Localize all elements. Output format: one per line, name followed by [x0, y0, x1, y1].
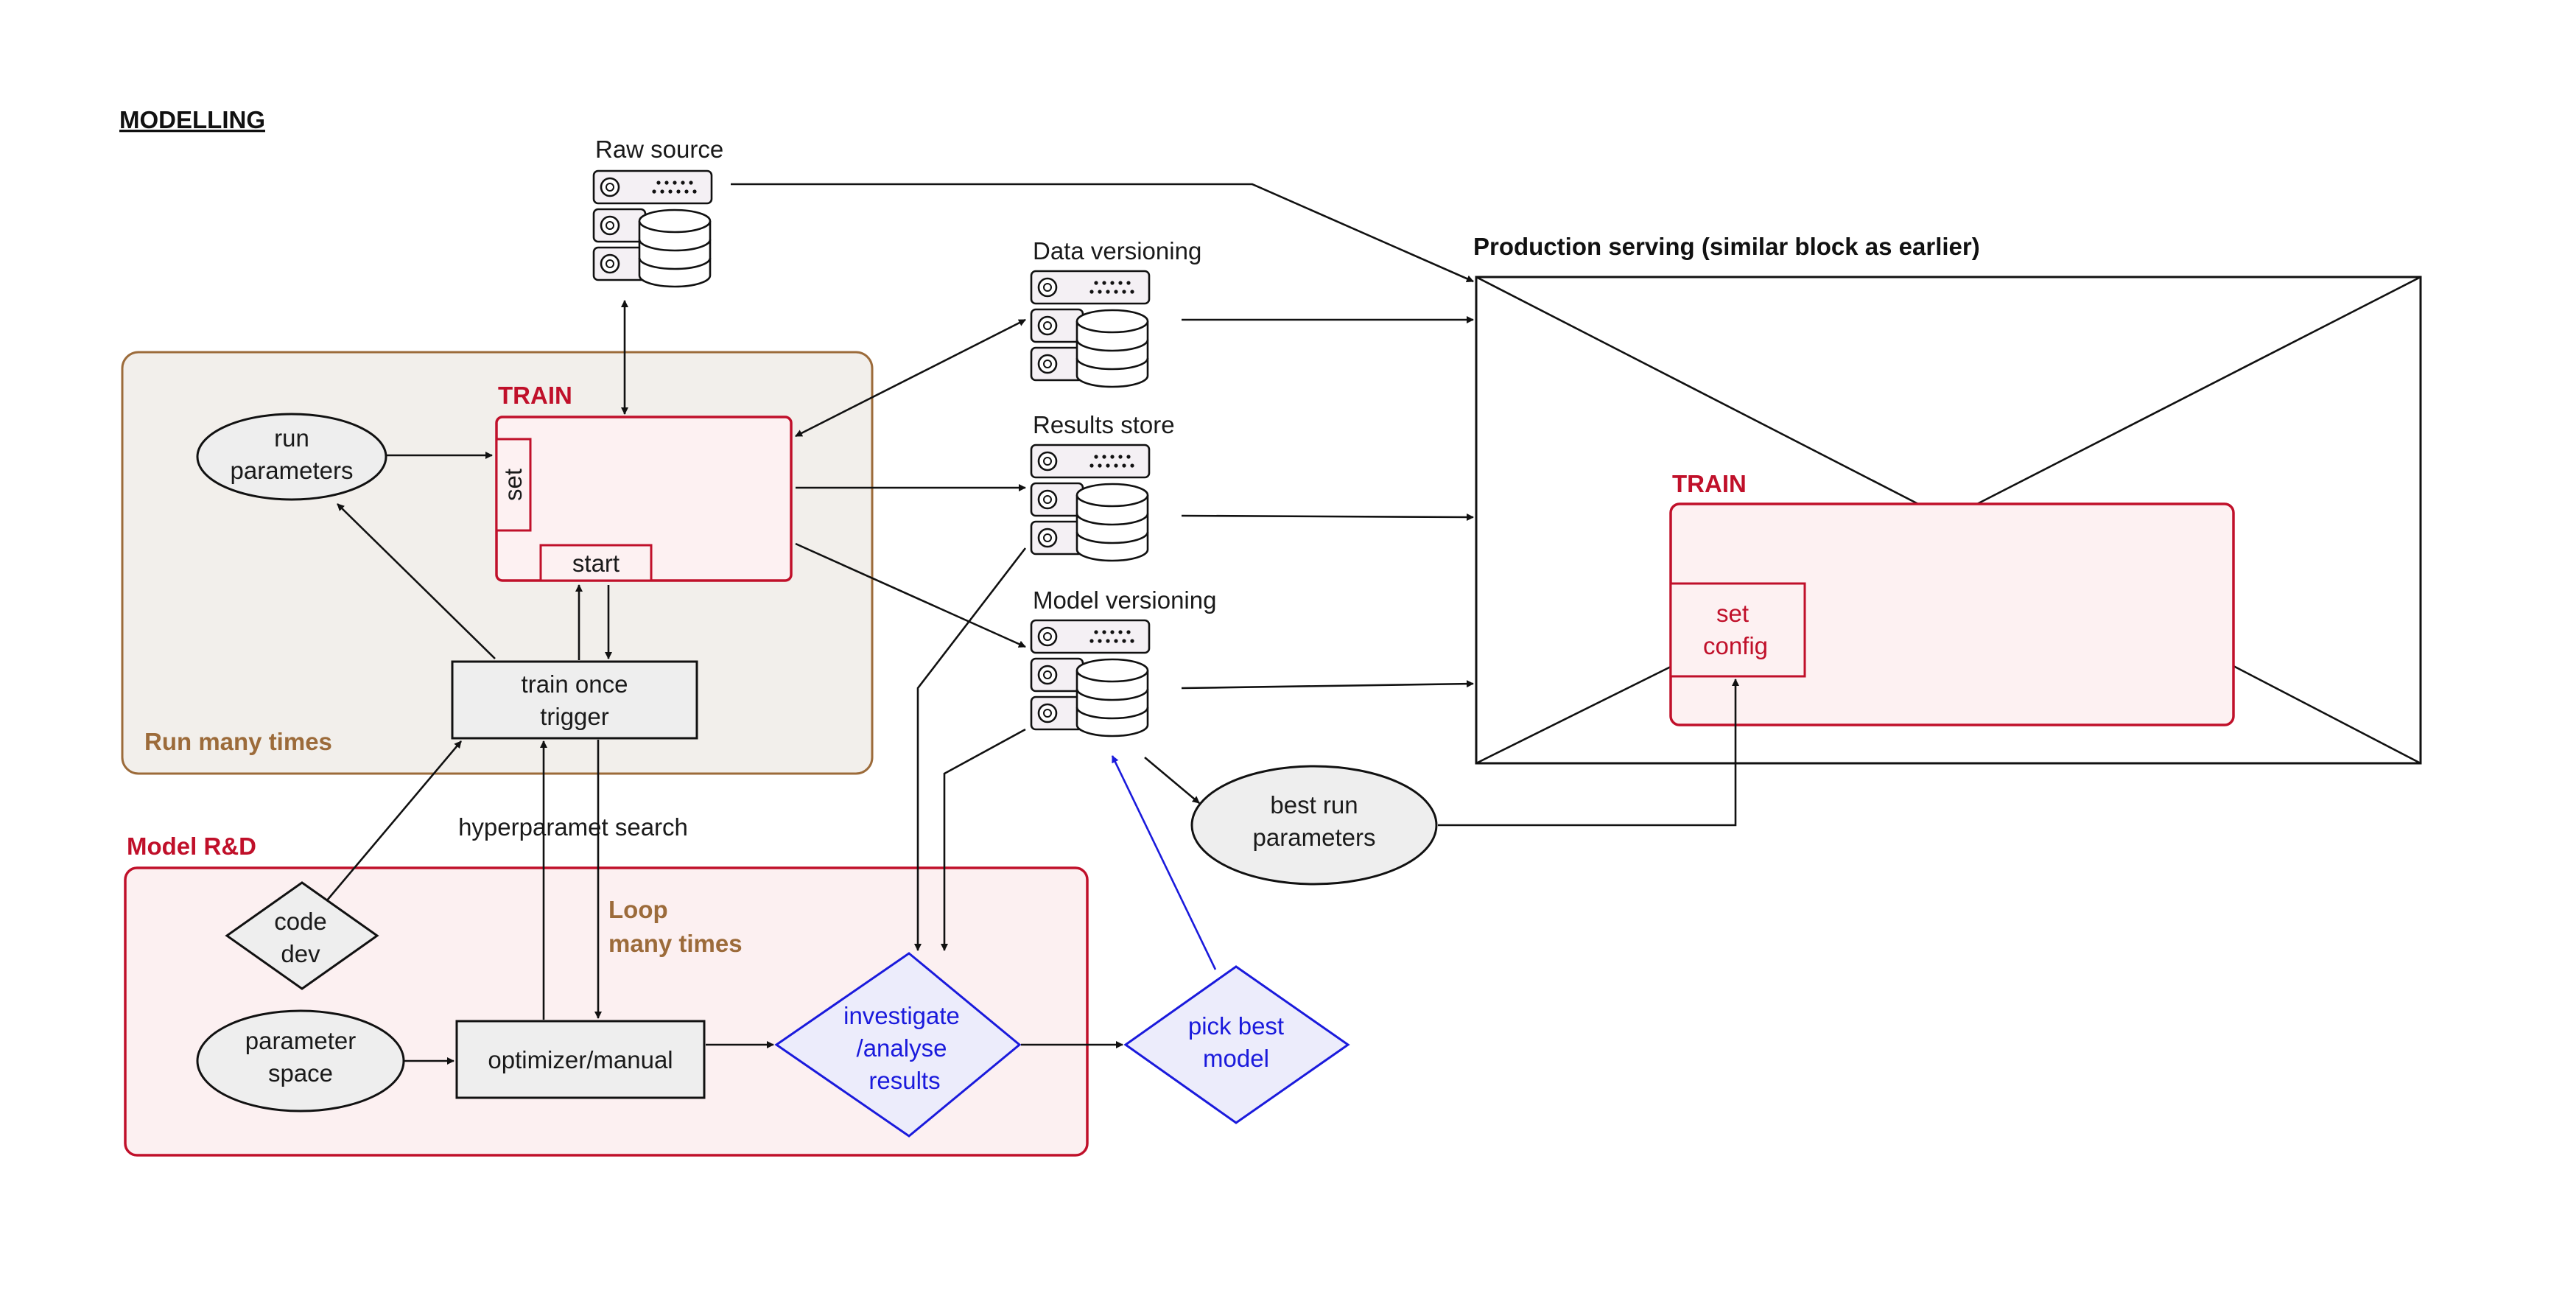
investigate-node — [774, 952, 1022, 1138]
data-versioning-label: Data versioning — [1033, 237, 1201, 264]
pick-best-node — [1123, 965, 1350, 1124]
production-title: Production serving (similar block as ear… — [1473, 233, 1980, 260]
start-port-label: start — [572, 550, 620, 577]
optimizer-node — [455, 1020, 706, 1099]
investigate-label: results — [868, 1067, 940, 1094]
run-many-label: Run many times — [144, 728, 332, 755]
run-parameters-label: parameters — [231, 457, 354, 484]
code-dev-node — [225, 881, 379, 990]
best-run-label: best run — [1270, 791, 1358, 819]
page-title: MODELLING — [119, 106, 265, 133]
model-versioning-label: Model versioning — [1033, 586, 1216, 614]
set-config-label: config — [1703, 632, 1768, 659]
results-store-icon — [1030, 444, 1151, 562]
best-run-parameters-node — [1190, 765, 1438, 886]
model-rd-title: Model R&D — [127, 833, 256, 860]
pick-best-label: model — [1203, 1045, 1269, 1072]
train-title: TRAIN — [498, 382, 572, 409]
data-versioning-icon — [1030, 270, 1151, 388]
raw-source-label: Raw source — [595, 136, 723, 163]
loop-label: many times — [608, 930, 743, 957]
best-run-label: parameters — [1253, 824, 1376, 851]
investigate-label: /analyse — [857, 1034, 947, 1062]
set-config-port — [1669, 582, 1806, 678]
loop-label: Loop — [608, 896, 668, 923]
hyper-search-label: hyperparamet search — [458, 813, 688, 841]
train-once-trigger — [451, 660, 698, 740]
results-store-label: Results store — [1033, 411, 1175, 438]
investigate-label: investigate — [843, 1002, 960, 1029]
code-dev-label: code — [274, 908, 327, 935]
model-versioning-icon — [1030, 619, 1151, 737]
trigger-label: trigger — [540, 703, 609, 730]
raw-source-icon — [592, 169, 713, 288]
set-port-label: set — [499, 469, 527, 501]
run-parameters-node — [196, 413, 387, 501]
connectors — [326, 183, 1739, 1065]
run-parameters-label: run — [274, 424, 309, 452]
parameter-space-label: parameter — [245, 1027, 356, 1054]
pick-best-label: pick best — [1188, 1012, 1284, 1040]
optimizer-label: optimizer/manual — [488, 1046, 673, 1073]
set-port — [495, 438, 532, 532]
trigger-label: train once — [522, 670, 628, 698]
parameter-space-label: space — [268, 1059, 333, 1087]
code-dev-label: dev — [281, 940, 320, 967]
start-port — [539, 544, 653, 582]
set-config-label: set — [1716, 600, 1749, 627]
production-train-title: TRAIN — [1672, 470, 1747, 497]
